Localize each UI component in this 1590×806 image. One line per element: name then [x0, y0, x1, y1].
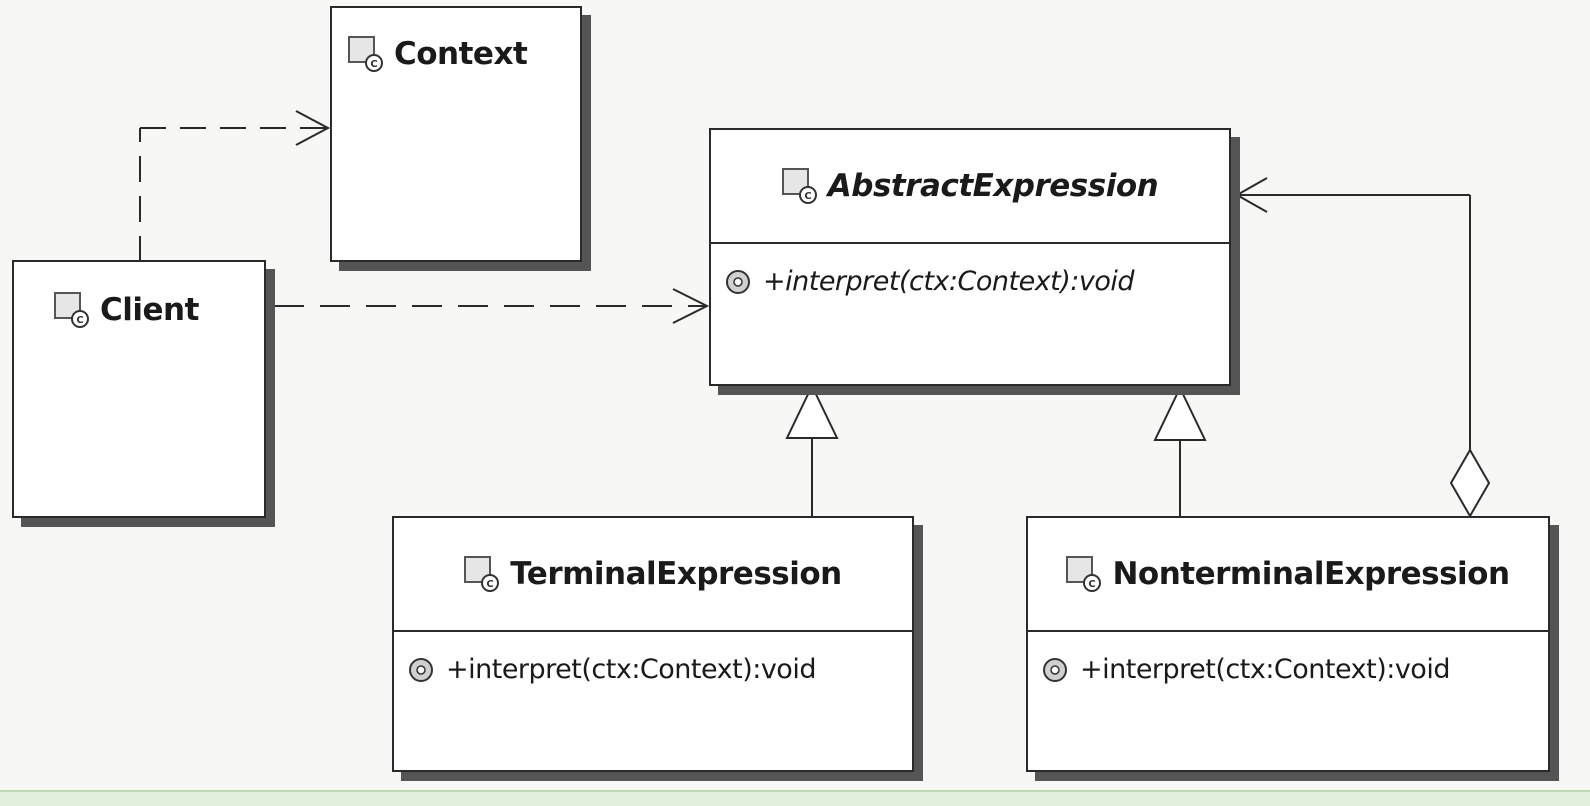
class-divider	[711, 242, 1229, 244]
bottom-edge-strip	[0, 790, 1590, 806]
class-divider	[394, 630, 912, 632]
public-operation-icon	[726, 269, 750, 294]
operation-text-terminal-expression: +interpret(ctx:Context):void	[446, 654, 816, 685]
operation-text-nonterminal-expression: +interpret(ctx:Context):void	[1080, 654, 1450, 685]
operation-row-abstract-expression: +interpret(ctx:Context):void	[711, 244, 1229, 297]
class-name-context: Context	[394, 36, 528, 72]
operation-row-terminal-expression: +interpret(ctx:Context):void	[394, 632, 912, 685]
aggregation-nonterminal-abstract-expression	[1234, 177, 1491, 519]
class-icon: C	[1066, 556, 1102, 592]
class-icon: C	[348, 36, 383, 72]
class-header-terminal-expression: C TerminalExpression	[394, 518, 912, 630]
operation-text-abstract-expression: +interpret(ctx:Context):void	[763, 266, 1135, 297]
dependency-client-abstract-expression	[274, 288, 710, 324]
class-header-nonterminal-expression: C NonterminalExpression	[1028, 518, 1548, 630]
class-name-terminal-expression: TerminalExpression	[510, 556, 842, 592]
class-name-client: Client	[100, 292, 199, 328]
svg-text:C: C	[76, 315, 83, 326]
class-icon: C	[464, 556, 500, 592]
svg-text:C: C	[370, 59, 377, 70]
generalization-terminal-expression	[785, 383, 839, 516]
public-operation-icon	[409, 657, 433, 682]
class-box-terminal-expression[interactable]: C TerminalExpression +interpret(ctx:Cont…	[392, 516, 914, 772]
generalization-nonterminal-expression	[1153, 385, 1207, 516]
class-icon: C	[781, 168, 817, 204]
class-name-abstract-expression: AbstractExpression	[827, 168, 1159, 204]
class-box-nonterminal-expression[interactable]: C NonterminalExpression +interpret(ctx:C…	[1026, 516, 1550, 772]
operation-row-nonterminal-expression: +interpret(ctx:Context):void	[1028, 632, 1548, 685]
class-box-context[interactable]: C Context	[330, 6, 582, 262]
class-header-client: C Client	[14, 262, 264, 358]
dependency-client-context	[139, 110, 331, 262]
class-box-abstract-expression[interactable]: C AbstractExpression +interpret(ctx:Cont…	[709, 128, 1231, 386]
public-operation-icon	[1043, 657, 1067, 682]
class-header-context: C Context	[332, 8, 580, 100]
class-divider	[1028, 630, 1548, 632]
svg-text:C: C	[1089, 579, 1096, 590]
svg-text:C: C	[487, 579, 494, 590]
class-box-client[interactable]: C Client	[12, 260, 266, 518]
class-icon: C	[54, 292, 89, 328]
class-header-abstract-expression: C AbstractExpression	[711, 130, 1229, 242]
class-name-nonterminal-expression: NonterminalExpression	[1112, 556, 1510, 592]
svg-text:C: C	[804, 191, 811, 202]
